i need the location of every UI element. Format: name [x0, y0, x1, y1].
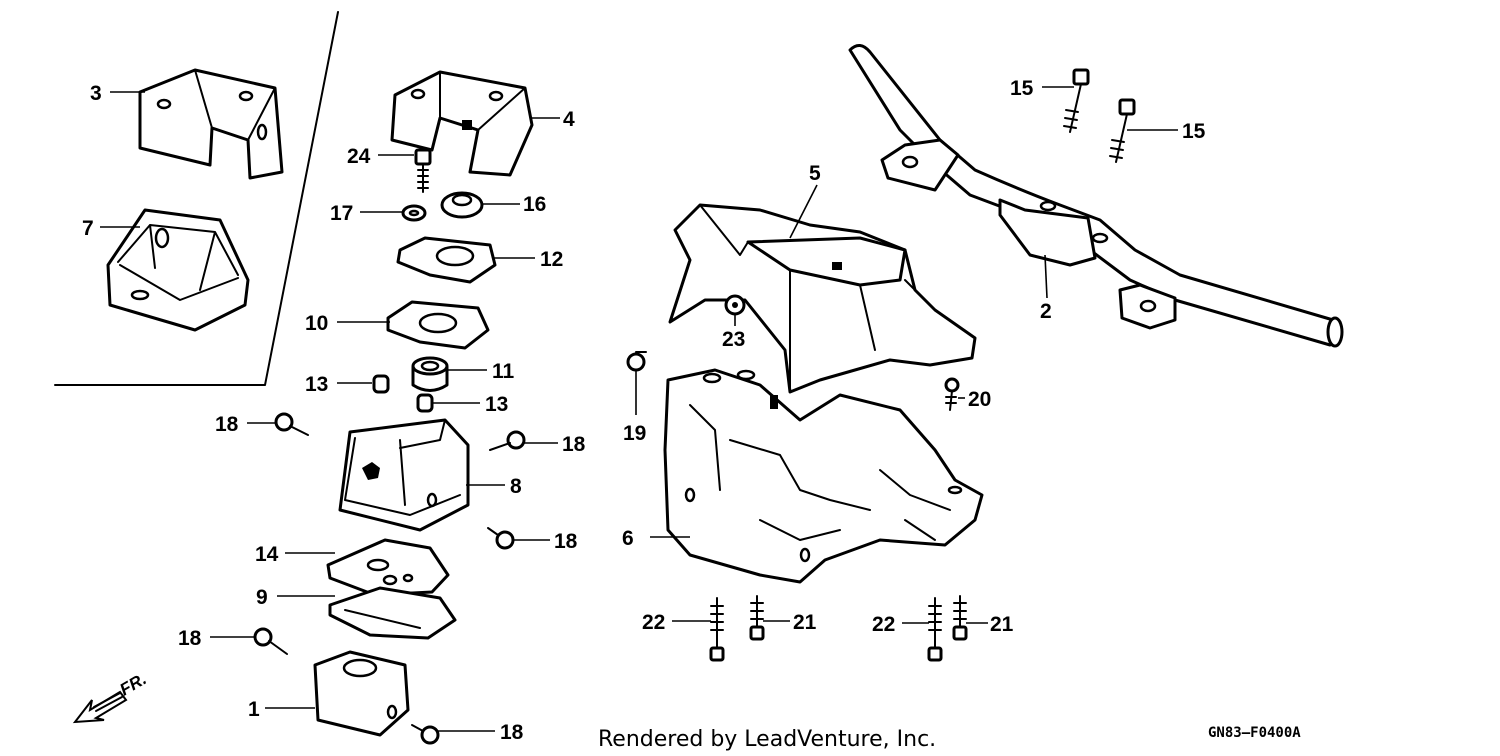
- callout-18a: 18: [215, 413, 239, 436]
- callout-5: 5: [809, 162, 821, 185]
- part-4-bracket: [390, 70, 534, 177]
- callout-21b: 21: [990, 613, 1014, 636]
- callout-13b: 13: [485, 393, 508, 416]
- part-16-nut: [440, 191, 484, 219]
- part-15-bolt-b: [1109, 98, 1136, 163]
- callout-9: 9: [256, 586, 268, 609]
- callout-23: 23: [722, 328, 745, 351]
- part-9-plate: [328, 586, 457, 640]
- callout-20: 20: [968, 388, 991, 411]
- part-7-holder: [106, 208, 250, 332]
- callout-1: 1: [248, 698, 260, 721]
- part-14-plate: [326, 538, 450, 597]
- callout-22b: 22: [872, 613, 895, 636]
- callout-3: 3: [90, 82, 102, 105]
- part-20-screw: [944, 377, 960, 411]
- part-18-bolt-d: [253, 627, 288, 655]
- part-17-washer: [401, 204, 427, 222]
- part-24-bolt: [414, 148, 432, 193]
- part-12-plate: [396, 236, 497, 284]
- callout-22a: 22: [642, 611, 665, 634]
- part-18-bolt-c: [487, 527, 515, 550]
- callout-7: 7: [82, 217, 94, 240]
- callout-6: 6: [622, 527, 634, 550]
- callout-18c: 18: [554, 530, 578, 553]
- part-13-collar-b: [416, 393, 434, 413]
- callout-18b: 18: [562, 433, 586, 456]
- callout-24: 24: [347, 145, 371, 168]
- part-15-bolt-a: [1063, 68, 1090, 133]
- callout-15a: 15: [1010, 77, 1034, 100]
- part-5-upper-cover: [668, 203, 977, 394]
- part-22-screw-a: [709, 597, 725, 662]
- part-8-holder: [338, 418, 470, 532]
- callout-14: 14: [255, 543, 279, 566]
- part-18-bolt-b: [489, 430, 526, 451]
- part-18-bolt-a: [274, 412, 309, 436]
- part-6-lower-cover: [663, 368, 984, 584]
- callout-18e: 18: [500, 721, 524, 744]
- callout-17: 17: [330, 202, 353, 225]
- front-direction-arrow: FR.: [72, 669, 150, 724]
- part-19-screw: [626, 351, 647, 372]
- part-11-collar: [411, 356, 449, 392]
- part-18-bolt-e: [411, 724, 440, 745]
- callout-15b: 15: [1182, 120, 1206, 143]
- callout-2: 2: [1040, 300, 1052, 323]
- part-21-screw-a: [749, 595, 765, 641]
- callout-18d: 18: [178, 627, 202, 650]
- divider-line: [54, 11, 339, 386]
- callout-12: 12: [540, 248, 563, 271]
- callout-10: 10: [305, 312, 328, 335]
- part-23-screw: [724, 294, 746, 316]
- part-13-collar-a: [372, 374, 390, 394]
- callout-4: 4: [563, 108, 575, 131]
- callout-19: 19: [623, 422, 646, 445]
- part-22-screw-b: [927, 597, 943, 662]
- part-2-handlebar: [848, 44, 1344, 348]
- part-1-cover: [313, 650, 410, 737]
- callout-13a: 13: [305, 373, 328, 396]
- callout-16: 16: [523, 193, 546, 216]
- part-21-screw-b: [952, 595, 968, 641]
- part-10-plate: [386, 300, 490, 350]
- callout-21a: 21: [793, 611, 817, 634]
- callout-11: 11: [492, 360, 515, 383]
- callout-8: 8: [510, 475, 522, 498]
- diagram-code: GN83–F0400A: [1208, 725, 1301, 741]
- render-credit: Rendered by LeadVenture, Inc.: [598, 727, 936, 752]
- leader-lines: [100, 86, 1178, 732]
- part-3-bracket: [138, 68, 284, 180]
